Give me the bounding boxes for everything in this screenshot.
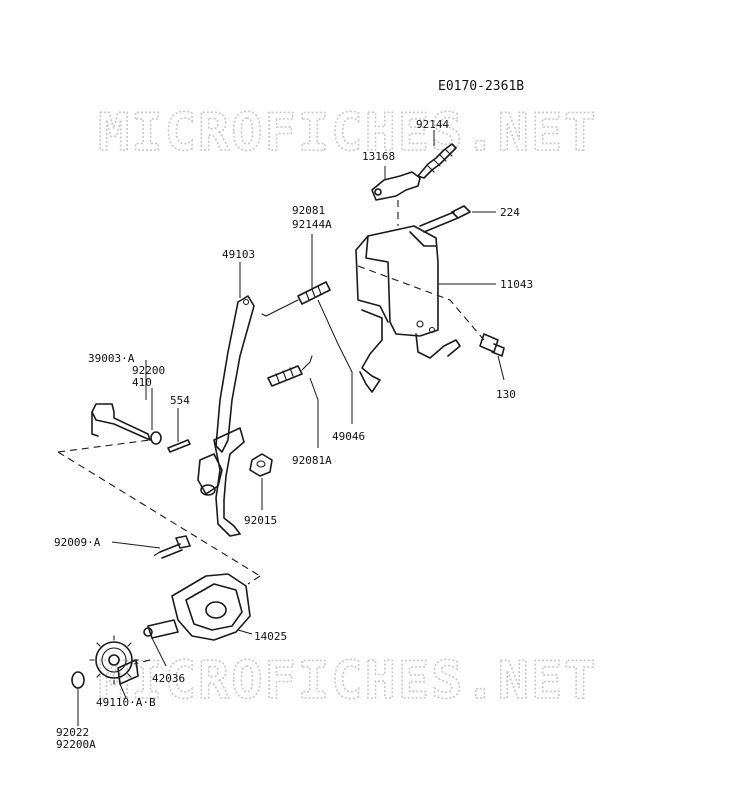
label-92144[interactable]: 92144 [416,118,449,131]
label-92200[interactable]: 92200 [132,364,165,377]
label-49103[interactable]: 49103 [222,248,255,261]
label-49110AB[interactable]: 49110·A·B [96,696,156,709]
label-554[interactable]: 554 [170,394,190,407]
watermark-top: MICROFICHES.NET [98,103,598,163]
label-92009A[interactable]: 92009·A [54,536,101,549]
label-14025[interactable]: 14025 [254,630,287,643]
label-410[interactable]: 410 [132,376,152,389]
spring-92144[interactable] [417,143,457,179]
housing-14025[interactable] [171,573,251,641]
label-42036[interactable]: 42036 [152,672,185,685]
bolt-130[interactable] [479,333,505,357]
watermark-bottom: MICROFICHES.NET [98,651,598,711]
bracket-11043[interactable] [355,225,461,393]
diagram-code: E0170-2361B [438,79,524,94]
label-92022[interactable]: 92022 [56,726,89,739]
label-49046[interactable]: 49046 [332,430,365,443]
bolt-92009A[interactable] [159,535,191,559]
label-13168[interactable]: 13168 [362,150,395,163]
washer-92022[interactable] [71,671,85,689]
bolt-224[interactable] [419,205,471,233]
lever-49103[interactable] [197,295,255,537]
rod-39003A[interactable] [91,403,162,445]
label-92015[interactable]: 92015 [244,514,277,527]
label-224[interactable]: 224 [500,206,520,219]
clamp-13168[interactable] [371,171,421,201]
gear-49110AB[interactable] [89,635,139,685]
nut-92015[interactable] [249,453,273,477]
label-92081[interactable]: 92081 [292,204,325,217]
label-11043[interactable]: 11043 [500,278,533,291]
pin-554[interactable] [167,439,191,453]
label-39003A[interactable]: 39003·A [88,352,135,365]
spring-92081A[interactable] [267,355,313,387]
label-92081A[interactable]: 92081A [292,454,332,467]
label-130[interactable]: 130 [496,388,516,401]
label-92144A[interactable]: 92144A [292,218,332,231]
shaft-42036[interactable] [143,619,179,639]
spring-92081[interactable] [261,281,331,317]
label-92200A[interactable]: 92200A [56,738,96,751]
